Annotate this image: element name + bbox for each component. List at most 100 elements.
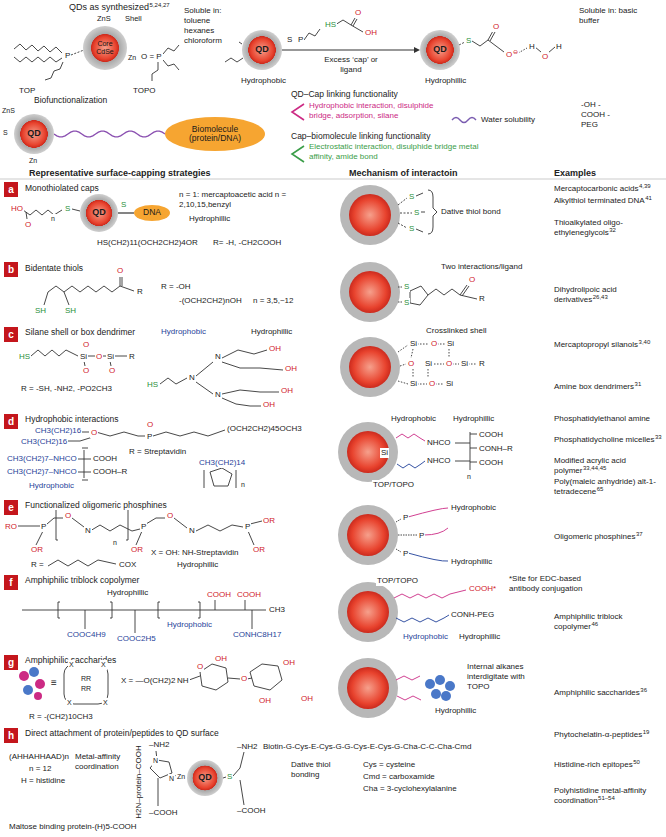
- row-heading: QD–Cap linking functionality: [290, 89, 399, 99]
- annotation-text: Cmd = carboxamide: [362, 772, 436, 782]
- bond-line: [87, 356, 95, 357]
- annotation-text: Zn: [176, 772, 186, 782]
- bond-line: [400, 364, 406, 366]
- annotation-text: Hydrophillic: [424, 76, 467, 86]
- connector-line: [118, 212, 134, 213]
- bond-line: [64, 292, 69, 305]
- quantum-dot: QD: [242, 30, 282, 70]
- reference-superscript: 65: [597, 486, 604, 492]
- row-heading: Functionalized oligomeric phosphines: [24, 500, 168, 510]
- bond-line: [396, 676, 420, 680]
- dot-shape: [34, 692, 42, 700]
- annotation-text: Hydrophobic: [240, 76, 287, 86]
- example-text: Alkylthiol terminated DNA41: [553, 196, 663, 206]
- dot-shape: [338, 658, 398, 718]
- annotation-text: CONH-PEG: [450, 610, 495, 620]
- bond-line: [233, 752, 244, 776]
- annotation-text: *Site for EDC-based antibody conjugation: [508, 574, 606, 594]
- node-text: h: [8, 730, 14, 741]
- annotation-text: Dative thiol bonding: [290, 760, 352, 780]
- annotation-text: TOPO: [132, 86, 157, 96]
- annotation-text: n: [240, 480, 246, 490]
- bond-line: [408, 508, 448, 517]
- annotation-text: Internal alkanes interdigitate with TOPO: [466, 662, 550, 692]
- annotation-text: Hydrophillic: [452, 414, 495, 424]
- biomolecule-ellipse: Biomolecule (protein/DNA): [165, 117, 265, 151]
- bond-line: [196, 382, 213, 394]
- bond-line: [15, 526, 40, 527]
- bond-line: [470, 448, 477, 449]
- bond-line: [353, 19, 357, 26]
- annotation-text: O: [468, 275, 476, 285]
- annotation-text: (AHHAHHAAD)n: [8, 752, 70, 762]
- bond-line: [174, 518, 187, 528]
- annotation-text: OR: [252, 545, 266, 555]
- annotation-text: TOP/TOPO: [372, 480, 415, 490]
- annotation-text: COOH: [206, 590, 232, 600]
- bond-line: [396, 615, 449, 622]
- annotation-text: RR: [80, 684, 92, 694]
- annotation-text: X: [100, 660, 107, 670]
- annotation-text: S: [413, 208, 420, 218]
- dot-shape: [347, 514, 389, 556]
- annotation-text: O: [430, 339, 438, 349]
- row-heading: Silane shell or box dendrimer: [24, 327, 136, 337]
- annotation-text: SH: [64, 306, 77, 316]
- example-text: Amphiphilic triblock copolymer46: [553, 612, 663, 632]
- annotation-text: Si: [409, 379, 418, 389]
- example-text: Amphiphilic saccharides36: [553, 688, 663, 698]
- bond-line: [222, 390, 279, 394]
- reference-superscript: 32: [609, 227, 616, 233]
- row-letter-box: a: [4, 182, 18, 197]
- annotation-text: CH3(CH2)7–NHCO: [6, 454, 78, 464]
- annotation-text: O: [407, 359, 415, 369]
- ring-shape: [250, 664, 282, 690]
- bond-line: [408, 553, 448, 561]
- annotation-text: S: [286, 35, 293, 45]
- example-text: -OH -COOH -PEG: [580, 100, 622, 130]
- annotation-text: P: [402, 513, 409, 523]
- bond-line: [452, 118, 476, 123]
- annotation-text: O: [428, 379, 436, 389]
- bond-line: [335, 20, 351, 25]
- annotation-text: OH: [280, 386, 294, 396]
- annotation-text: Shell: [124, 14, 143, 24]
- annotation-text: Si: [445, 379, 454, 389]
- example-text: Thioalkylated oligo-ethyleneglycols32: [553, 218, 663, 238]
- annotation-text: OH: [284, 364, 298, 374]
- bond-line: [152, 62, 158, 81]
- annotation-text: HS: [18, 352, 31, 362]
- bond-line: [398, 345, 408, 352]
- bond-line: [228, 678, 240, 679]
- annotation-text: QDs as synthesized5,24,27: [68, 2, 171, 12]
- annotation-text: R = -SH, -NH2, -PO2CH3: [20, 384, 113, 394]
- annotation-text: O: [240, 674, 248, 684]
- bond-line: [14, 44, 62, 53]
- annotation-text: Si: [424, 359, 433, 369]
- row-heading: Cap–biomolecule linking functionality: [290, 131, 431, 141]
- annotation-text: O: [166, 511, 174, 521]
- node-text: QD: [198, 773, 212, 783]
- bond-line: [222, 398, 261, 406]
- annotation-text: Zn: [28, 156, 38, 166]
- quantum-dot: QD: [80, 194, 118, 232]
- annotation-text: O: [82, 340, 90, 350]
- bond-line: [490, 32, 495, 41]
- annotation-text: -(OCH2CH2)nOH: [178, 296, 243, 306]
- annotation-text: N: [168, 774, 175, 784]
- bond-line: [470, 462, 477, 463]
- annotation-text: X: [66, 698, 73, 708]
- bond-line: [0, 179, 666, 180]
- row-letter-box: e: [4, 500, 18, 515]
- bond-line: [416, 193, 423, 196]
- example-text: Dihydrolipoic acid derivatives26,43: [553, 285, 663, 305]
- annotation-text: O: [146, 420, 154, 430]
- bond-line: [146, 518, 165, 524]
- annotation-text: X: [102, 698, 109, 708]
- annotation-text: Hydrophobic: [390, 414, 437, 424]
- annotation-text: P: [140, 522, 147, 532]
- connector: [54, 131, 165, 137]
- annotation-text: O: [541, 52, 549, 62]
- annotation-text: S: [226, 772, 233, 782]
- annotation-text: CH3(CH2)16: [34, 426, 82, 436]
